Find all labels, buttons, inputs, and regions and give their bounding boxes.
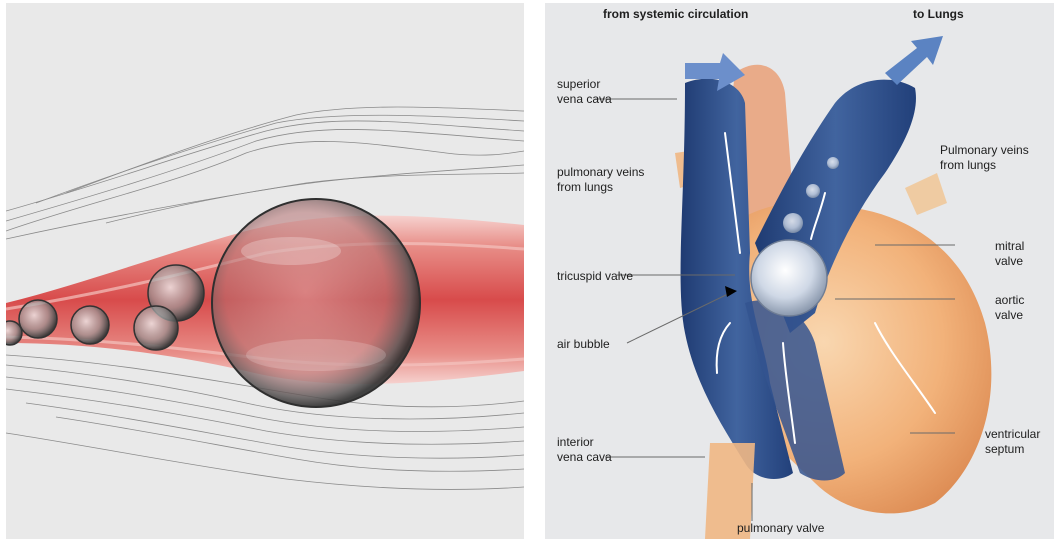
label-pulmonary-valve: pulmonary valve: [737, 521, 824, 536]
vessel-illustration-panel: [6, 3, 524, 539]
small-air-bubble: [19, 300, 57, 338]
label-superior-vena-cava: superior vena cava: [557, 77, 612, 107]
label-aortic-valve: aortic valve: [995, 293, 1024, 323]
small-bubble: [783, 213, 803, 233]
label-to-lungs: to Lungs: [913, 7, 964, 22]
label-ventricular-septum: ventricular septum: [985, 427, 1040, 457]
heart-diagram-panel: from systemic circulation to Lungs super…: [545, 3, 1054, 539]
label-pulmonary-veins-from-lungs-right: Pulmonary veins from lungs: [940, 143, 1029, 173]
small-bubble: [806, 184, 820, 198]
small-air-bubble: [134, 306, 178, 350]
arrow-to-lungs: [885, 36, 943, 85]
pulmonary-vein-right: [905, 173, 947, 215]
small-bubble: [827, 157, 839, 169]
label-from-systemic-circulation: from systemic circulation: [603, 7, 748, 22]
label-pulmonary-veins-from-lungs-left: pulmonary veins from lungs: [557, 165, 644, 195]
label-interior-vena-cava: interior vena cava: [557, 435, 612, 465]
vessel-illustration: [6, 3, 524, 539]
small-air-bubble: [71, 306, 109, 344]
large-air-bubble: [212, 199, 420, 407]
label-mitral-valve: mitral valve: [995, 239, 1024, 269]
label-air-bubble: air bubble: [557, 337, 610, 352]
air-bubble: [751, 240, 827, 316]
label-tricuspid-valve: tricuspid valve: [557, 269, 633, 284]
